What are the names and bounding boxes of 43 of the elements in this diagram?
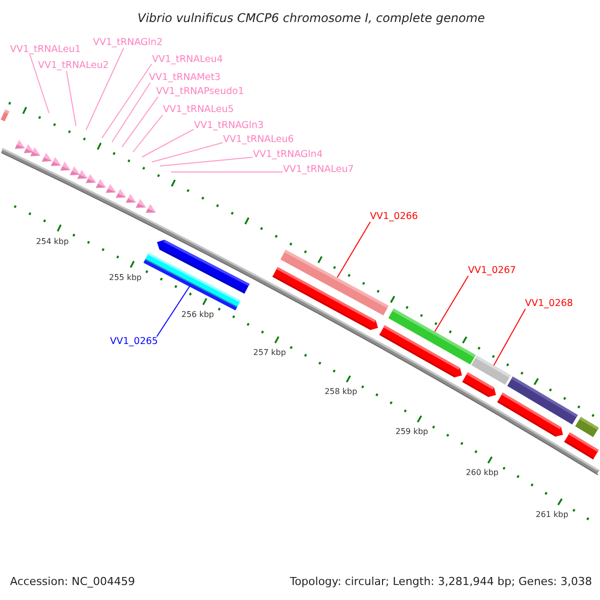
feature-label: VV1_tRNAGln2: [93, 38, 163, 48]
feature-label: VV1_tRNALeu1: [10, 45, 81, 54]
leader-line: [122, 96, 158, 148]
scale-label: 254 kbp: [36, 238, 69, 246]
leader-line: [86, 47, 124, 130]
footer-text: Topology: circular; Length: 3,281,944 bp; Genes: 3,038: [290, 576, 592, 587]
leader-line: [156, 286, 190, 338]
chart-title: Vibrio vulnificus CMCP6 chromosome I, complete genome: [138, 12, 485, 24]
leader-line: [160, 156, 254, 166]
leader-line: [29, 54, 50, 114]
feature-label: VV1_tRNALeu7: [283, 165, 354, 174]
leader-line: [112, 82, 151, 142]
gene-bar: [144, 252, 241, 310]
leader-line: [132, 114, 164, 152]
leader-line: [102, 63, 152, 138]
leader-line: [434, 275, 469, 332]
feature-label: VV1_tRNALeu6: [223, 135, 294, 144]
feature-label: VV1_0265: [110, 337, 158, 346]
scale-label: 258 kbp: [324, 388, 358, 396]
scale-label: 260 kbp: [466, 468, 498, 477]
leader-line: [152, 142, 224, 162]
feature-label: VV1_tRNAGln3: [194, 121, 264, 130]
leader-line: [142, 128, 194, 158]
scale-label: 257 kbp: [253, 349, 286, 357]
feature-label: VV1_0266: [370, 212, 418, 222]
scale-label: 256 kbp: [181, 310, 214, 319]
leader-line: [336, 221, 371, 278]
gene-bar: [471, 356, 511, 385]
feature-label: VV1_tRNALeu4: [152, 55, 223, 64]
feature-label: VV1_tRNAMet3: [149, 73, 221, 82]
scale-label: 259 kbp: [396, 428, 428, 436]
feature-label: VV1_tRNALeu5: [163, 105, 234, 114]
feature-label: VV1_tRNAPseudo1: [156, 87, 244, 96]
gene-bar: [280, 250, 389, 316]
gene-bar: [388, 308, 476, 365]
feature-label: VV1_0268: [525, 299, 573, 308]
leader-line: [66, 70, 76, 126]
feature-label: VV1_tRNALeu2: [38, 61, 109, 70]
feature-label: VV1_0267: [468, 266, 516, 276]
feature-label: VV1_tRNAGln4: [253, 150, 323, 160]
footer-text: Accession: NC_004459: [10, 576, 136, 587]
leader-line: [493, 308, 526, 366]
scale-label: 261 kbp: [536, 510, 568, 519]
